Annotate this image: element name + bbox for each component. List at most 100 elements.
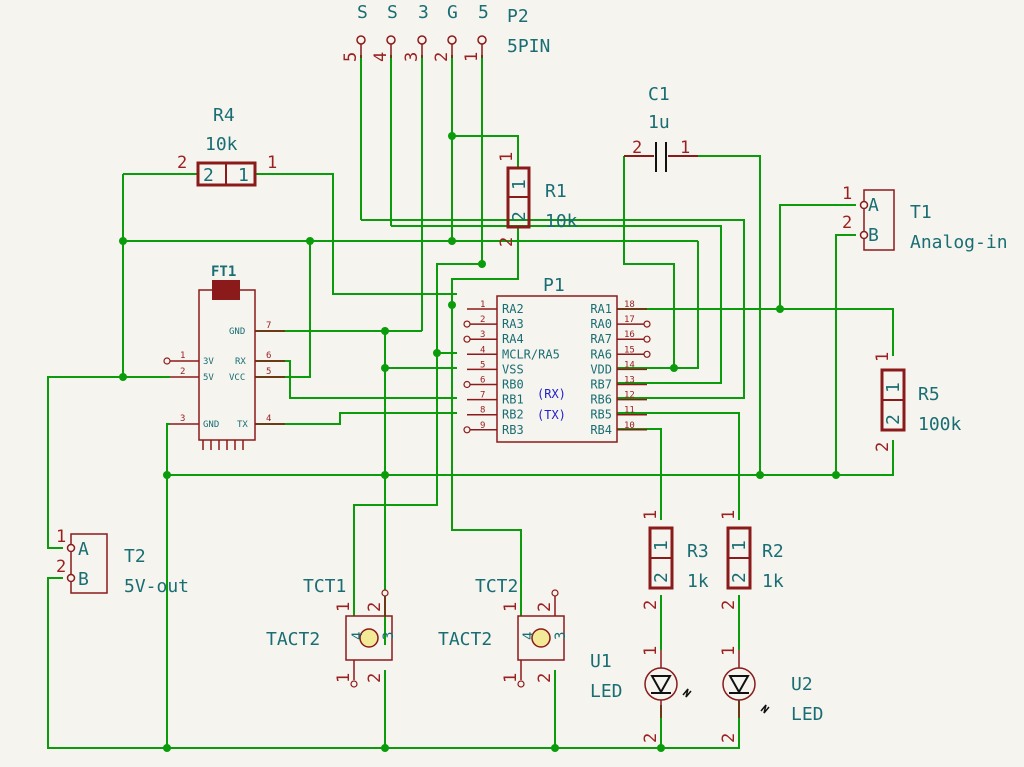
u2-pin-top-num: 1 bbox=[719, 646, 739, 656]
ft1-pin-name-7: GND bbox=[229, 327, 245, 337]
t1-num-a: 1 bbox=[842, 184, 852, 204]
p1-pin-name-11: RB5 bbox=[590, 408, 612, 422]
led-u2: 1 2 U2 LED bbox=[719, 646, 824, 743]
tct1-ref: TCT1 bbox=[303, 576, 346, 597]
p1-pin-num-1: 1 bbox=[480, 300, 485, 310]
switch-tct2: TCT2 TACT2 1 2 4 3 1 2 bbox=[438, 576, 569, 688]
tct2-pin-2b: 2 bbox=[535, 673, 555, 683]
p1-pin-name-12: RB6 bbox=[590, 393, 612, 407]
ft1-pin-num-6: 6 bbox=[266, 351, 271, 361]
module-ft1: FT1 3V 5V GND TX VCC RX GND 1 2 3 4 5 6 … bbox=[163, 264, 285, 450]
u1-value: LED bbox=[590, 681, 623, 702]
r4-pin-left-num: 2 bbox=[177, 153, 187, 173]
p1-pin-name-17: RA0 bbox=[590, 317, 612, 331]
ft1-pin-num-4: 4 bbox=[266, 414, 271, 424]
terminal-t2: A B 1 2 T2 5V-out bbox=[56, 527, 189, 597]
r3-pin-top-inner: 1 bbox=[651, 540, 672, 551]
u2-value: LED bbox=[791, 704, 824, 725]
r2-value: 1k bbox=[762, 571, 784, 592]
p1-pin-terminal bbox=[463, 380, 471, 389]
resistor-r1: 1 2 1 2 R1 10k bbox=[497, 152, 578, 247]
tct1-value: TACT2 bbox=[266, 629, 320, 650]
p1-pin-num-17: 17 bbox=[624, 315, 635, 325]
p1-pin-num-18: 18 bbox=[624, 300, 635, 310]
p2-pin-num-5: 5 bbox=[341, 52, 361, 62]
p2-pin-num-2: 2 bbox=[432, 52, 452, 62]
r4-ref: R4 bbox=[213, 105, 235, 126]
ft1-pin-num-1: 1 bbox=[180, 351, 185, 361]
p2-pin-name-2: G bbox=[447, 2, 458, 23]
p1-pin-num-13: 13 bbox=[624, 376, 635, 386]
ft1-pin-name-4: TX bbox=[237, 420, 248, 430]
u2-ref: U2 bbox=[791, 674, 813, 695]
p1-pin-num-5: 5 bbox=[480, 360, 485, 370]
p2-pin-name-1: 5 bbox=[478, 2, 489, 23]
p1-pin-num-6: 6 bbox=[480, 376, 485, 386]
p1-pin-name-6: RB0 bbox=[502, 378, 524, 392]
p1-pin-num-4: 4 bbox=[480, 345, 485, 355]
p1-pin-num-14: 14 bbox=[624, 360, 635, 370]
p1-pin-name-16: RA7 bbox=[590, 332, 612, 346]
resistor-r2: 1 2 1 2 R2 1k bbox=[719, 510, 784, 610]
p2-pin-name-4: S bbox=[387, 2, 398, 23]
r3-value: 1k bbox=[687, 571, 709, 592]
p2-pin-num-4: 4 bbox=[371, 52, 391, 62]
p1-pin-name-18: RA1 bbox=[590, 302, 612, 316]
p1-pin-name-13: RB7 bbox=[590, 378, 612, 392]
r1-pin-top-num: 1 bbox=[497, 152, 517, 162]
p1-pin-terminal bbox=[643, 320, 651, 328]
r5-pin-bottom-inner: 2 bbox=[883, 414, 904, 425]
tct2-pin-1: 1 bbox=[501, 602, 521, 612]
ft1-pin-num-3: 3 bbox=[180, 414, 185, 424]
u2-pin-bottom-num: 2 bbox=[719, 733, 739, 743]
r1-ref: R1 bbox=[545, 181, 567, 202]
p1-pin-terminal bbox=[643, 335, 651, 343]
t2-pin-a: A bbox=[78, 539, 89, 560]
p1-pin-num-7: 7 bbox=[480, 391, 485, 401]
p1-note-tx: (TX) bbox=[537, 408, 566, 422]
light-emit-icon bbox=[682, 688, 692, 698]
p1-pin-num-16: 16 bbox=[624, 330, 635, 340]
p2-pin-name-3: 3 bbox=[418, 2, 429, 23]
tct2-ref: TCT2 bbox=[475, 576, 518, 597]
resistor-r5: 1 2 1 2 R5 100k bbox=[873, 352, 962, 452]
r5-value: 100k bbox=[918, 414, 962, 435]
t2-num-a: 1 bbox=[56, 527, 66, 547]
r3-ref: R3 bbox=[687, 541, 709, 562]
terminal-t1: A B 1 2 T1 Analog-in bbox=[842, 184, 1008, 253]
r5-pin-bottom-num: 2 bbox=[873, 442, 893, 452]
tct2-pin-1b: 1 bbox=[501, 673, 521, 683]
t2-ref: T2 bbox=[124, 546, 146, 567]
r3-pin-top-num: 1 bbox=[641, 510, 661, 520]
p1-pin-name-8: RB2 bbox=[502, 408, 524, 422]
r2-pin-top-num: 1 bbox=[719, 510, 739, 520]
tct1-pin-1: 1 bbox=[334, 602, 354, 612]
ft1-ref: FT1 bbox=[211, 264, 236, 280]
p1-pin-name-4: MCLR/RA5 bbox=[502, 347, 560, 361]
p1-ref: P1 bbox=[543, 275, 565, 296]
ft1-pin-name-2: 5V bbox=[203, 373, 214, 383]
led-u1: 1 2 U1 LED bbox=[590, 646, 692, 743]
c1-pin-right-num: 1 bbox=[680, 138, 690, 158]
p1-pin-terminal bbox=[463, 320, 471, 328]
p1-pin-num-15: 15 bbox=[624, 345, 635, 355]
r4-value: 10k bbox=[205, 134, 238, 155]
c1-ref: C1 bbox=[648, 84, 670, 105]
r5-ref: R5 bbox=[918, 384, 940, 405]
r3-pin-bottom-inner: 2 bbox=[651, 572, 672, 583]
t1-pin-a: A bbox=[868, 195, 879, 216]
p1-pin-name-7: RB1 bbox=[502, 393, 524, 407]
p1-pin-num-9: 9 bbox=[480, 421, 485, 431]
tct1-pin-2b: 2 bbox=[365, 673, 385, 683]
tct1-pin-2: 2 bbox=[365, 602, 385, 612]
ft1-pin-num-2: 2 bbox=[180, 367, 185, 377]
tct1-pin-3: 3 bbox=[381, 632, 397, 640]
r2-pin-top-inner: 1 bbox=[729, 540, 750, 551]
tct2-value: TACT2 bbox=[438, 629, 492, 650]
r2-ref: R2 bbox=[762, 541, 784, 562]
r4-pin-left-inner: 2 bbox=[203, 165, 214, 186]
p1-pin-name-3: RA4 bbox=[502, 332, 524, 346]
connector-p2: S S 3 G 5 5 4 3 2 1 P2 5PIN bbox=[341, 2, 550, 62]
t1-num-b: 2 bbox=[842, 213, 852, 233]
